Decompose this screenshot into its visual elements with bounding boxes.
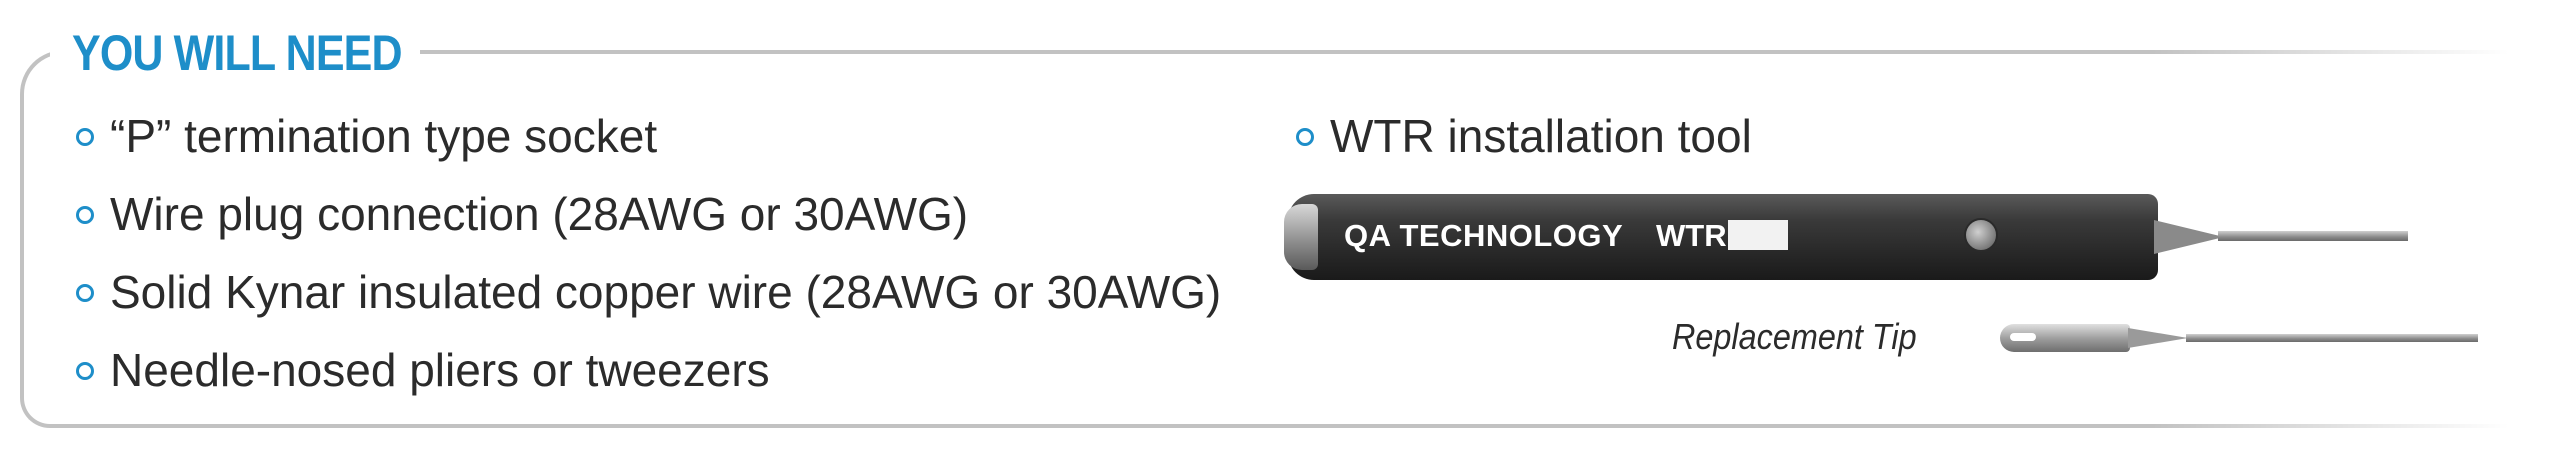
list-item-label: Wire plug connection (28AWG or 30AWG) <box>110 188 969 240</box>
tool-label-box <box>1728 220 1788 250</box>
tool-end-cap <box>1284 204 1318 270</box>
screw-icon <box>1964 218 1998 252</box>
list-item-label: “P” termination type socket <box>110 110 658 162</box>
replacement-tip-caption: Replacement Tip <box>1672 316 1917 357</box>
tool-shaft <box>2218 231 2408 241</box>
bullet-icon <box>76 128 94 146</box>
list-item-label: WTR installation tool <box>1330 110 1752 162</box>
tip-notch <box>2010 333 2036 341</box>
replacement-tip-image <box>2000 320 2500 360</box>
title-backdrop <box>50 20 420 90</box>
tip-shaft <box>2186 334 2478 342</box>
wtr-installation-tool-image: QA TECHNOLOGY WTR <box>1284 182 2438 302</box>
section-frame <box>20 50 2572 428</box>
tool-brand-label: QA TECHNOLOGY <box>1344 218 1624 253</box>
list-item-label: Solid Kynar insulated copper wire (28AWG… <box>110 266 1222 318</box>
tool-handle <box>1288 194 2158 280</box>
tip-taper <box>2128 328 2188 348</box>
bullet-icon <box>76 362 94 380</box>
bullet-icon <box>1296 128 1314 146</box>
list-item-label: Needle-nosed pliers or tweezers <box>110 344 770 396</box>
bullet-icon <box>76 206 94 224</box>
tool-taper <box>2154 220 2224 254</box>
tool-model-label: WTR <box>1656 218 1727 253</box>
section-title: YOU WILL NEED <box>72 25 403 81</box>
bullet-icon <box>76 284 94 302</box>
